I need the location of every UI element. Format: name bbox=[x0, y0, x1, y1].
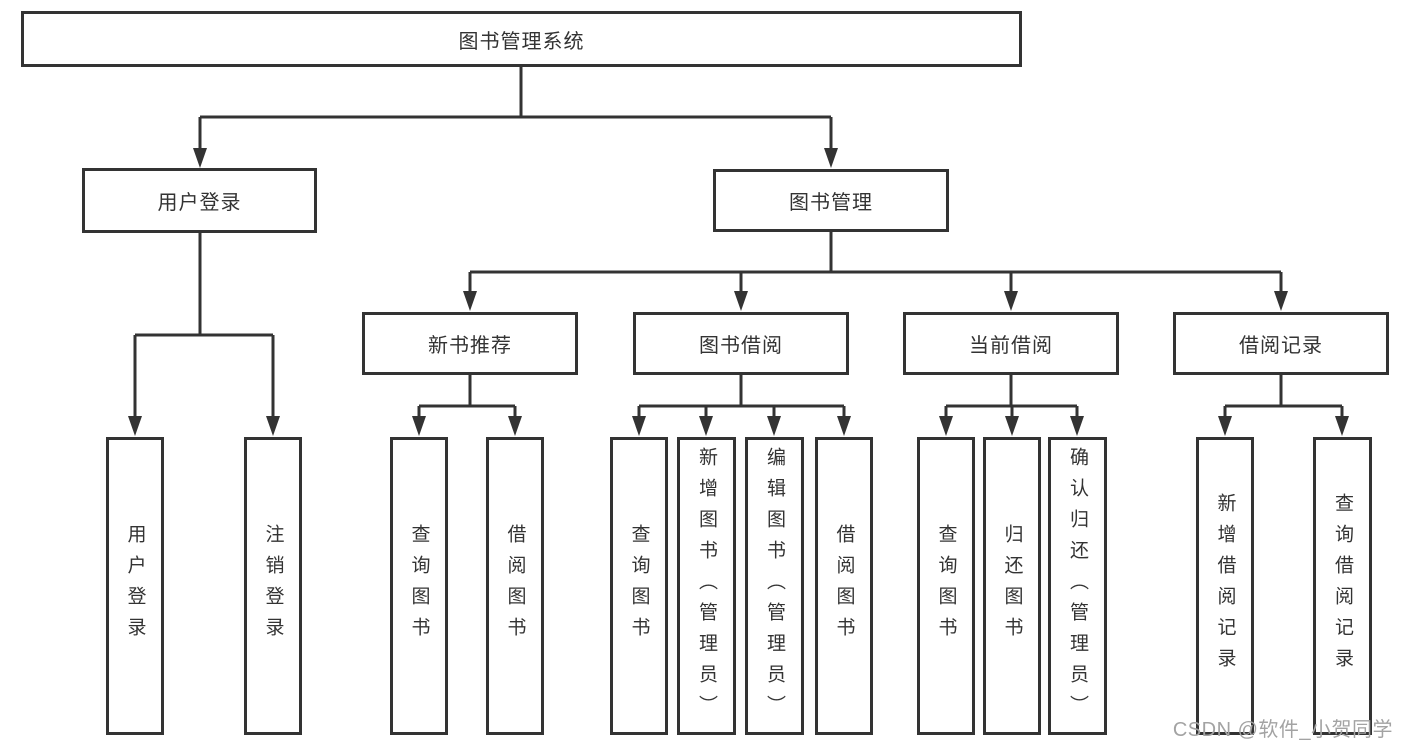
node-book-management: 图书管理 bbox=[713, 169, 949, 232]
leaf-query-book-3-label: 查询图书 bbox=[935, 524, 957, 648]
arrowhead bbox=[463, 291, 477, 311]
leaf-add-book-admin-label: 新增图书（管理员） bbox=[696, 446, 717, 726]
arrowhead bbox=[1005, 416, 1019, 436]
leaf-user-login: 用户登录 bbox=[106, 437, 164, 735]
leaf-add-book-admin: 新增图书（管理员） bbox=[677, 437, 736, 735]
arrowhead bbox=[1274, 291, 1288, 311]
arrowhead bbox=[508, 416, 522, 436]
leaf-borrow-book-2-label: 借阅图书 bbox=[833, 524, 855, 648]
node-book-management-label: 图书管理 bbox=[789, 192, 873, 214]
leaf-edit-book-admin-label: 编辑图书（管理员） bbox=[764, 446, 785, 726]
connector-lines bbox=[133, 67, 1344, 418]
arrowhead bbox=[734, 291, 748, 311]
leaf-query-book-2: 查询图书 bbox=[610, 437, 668, 735]
arrowhead bbox=[939, 416, 953, 436]
arrowhead bbox=[767, 416, 781, 436]
node-root-label: 图书管理系统 bbox=[458, 30, 585, 53]
arrowhead bbox=[193, 148, 207, 168]
leaf-logout-label: 注销登录 bbox=[262, 524, 284, 648]
leaf-borrow-book-1: 借阅图书 bbox=[486, 437, 544, 735]
node-root: 图书管理系统 bbox=[21, 11, 1022, 67]
arrowhead bbox=[824, 148, 838, 168]
arrowhead bbox=[699, 416, 713, 436]
node-borrow-records-label: 借阅记录 bbox=[1239, 335, 1323, 357]
node-user-login: 用户登录 bbox=[82, 168, 317, 233]
leaf-borrow-book-1-label: 借阅图书 bbox=[504, 524, 526, 648]
leaf-borrow-book-2: 借阅图书 bbox=[815, 437, 873, 735]
node-current-borrow-label: 当前借阅 bbox=[969, 335, 1053, 357]
leaf-query-book-3: 查询图书 bbox=[917, 437, 975, 735]
leaf-return-book-label: 归还图书 bbox=[1001, 524, 1023, 648]
node-current-borrow: 当前借阅 bbox=[903, 312, 1119, 375]
leaf-confirm-return-admin: 确认归还（管理员） bbox=[1048, 437, 1107, 735]
leaf-query-book-1: 查询图书 bbox=[390, 437, 448, 735]
leaf-add-borrow-record: 新增借阅记录 bbox=[1196, 437, 1254, 735]
leaf-edit-book-admin: 编辑图书（管理员） bbox=[745, 437, 804, 735]
leaf-add-borrow-record-label: 新增借阅记录 bbox=[1214, 493, 1236, 679]
leaf-query-borrow-record: 查询借阅记录 bbox=[1313, 437, 1372, 735]
node-book-borrow-label: 图书借阅 bbox=[699, 335, 783, 357]
leaf-confirm-return-admin-label: 确认归还（管理员） bbox=[1067, 446, 1088, 726]
arrowhead bbox=[412, 416, 426, 436]
node-user-login-label: 用户登录 bbox=[157, 192, 242, 214]
arrowhead bbox=[837, 416, 851, 436]
leaf-logout: 注销登录 bbox=[244, 437, 302, 735]
node-book-borrow: 图书借阅 bbox=[633, 312, 849, 375]
leaf-query-borrow-record-label: 查询借阅记录 bbox=[1332, 493, 1353, 679]
leaf-query-book-2-label: 查询图书 bbox=[628, 524, 650, 648]
node-new-book-recommend: 新书推荐 bbox=[362, 312, 578, 375]
node-borrow-records: 借阅记录 bbox=[1173, 312, 1389, 375]
arrowhead bbox=[1335, 416, 1349, 436]
csdn-watermark: CSDN @软件_小贺同学 bbox=[1172, 719, 1393, 741]
arrowhead bbox=[1004, 291, 1018, 311]
node-new-book-recommend-label: 新书推荐 bbox=[428, 335, 512, 357]
arrowhead bbox=[128, 416, 142, 436]
arrowhead bbox=[1218, 416, 1232, 436]
arrowhead bbox=[632, 416, 646, 436]
leaf-return-book: 归还图书 bbox=[983, 437, 1041, 735]
leaf-user-login-label: 用户登录 bbox=[124, 524, 146, 648]
arrowhead bbox=[1070, 416, 1084, 436]
leaf-query-book-1-label: 查询图书 bbox=[408, 524, 430, 648]
arrowhead bbox=[266, 416, 280, 436]
arrowheads bbox=[128, 148, 1349, 436]
